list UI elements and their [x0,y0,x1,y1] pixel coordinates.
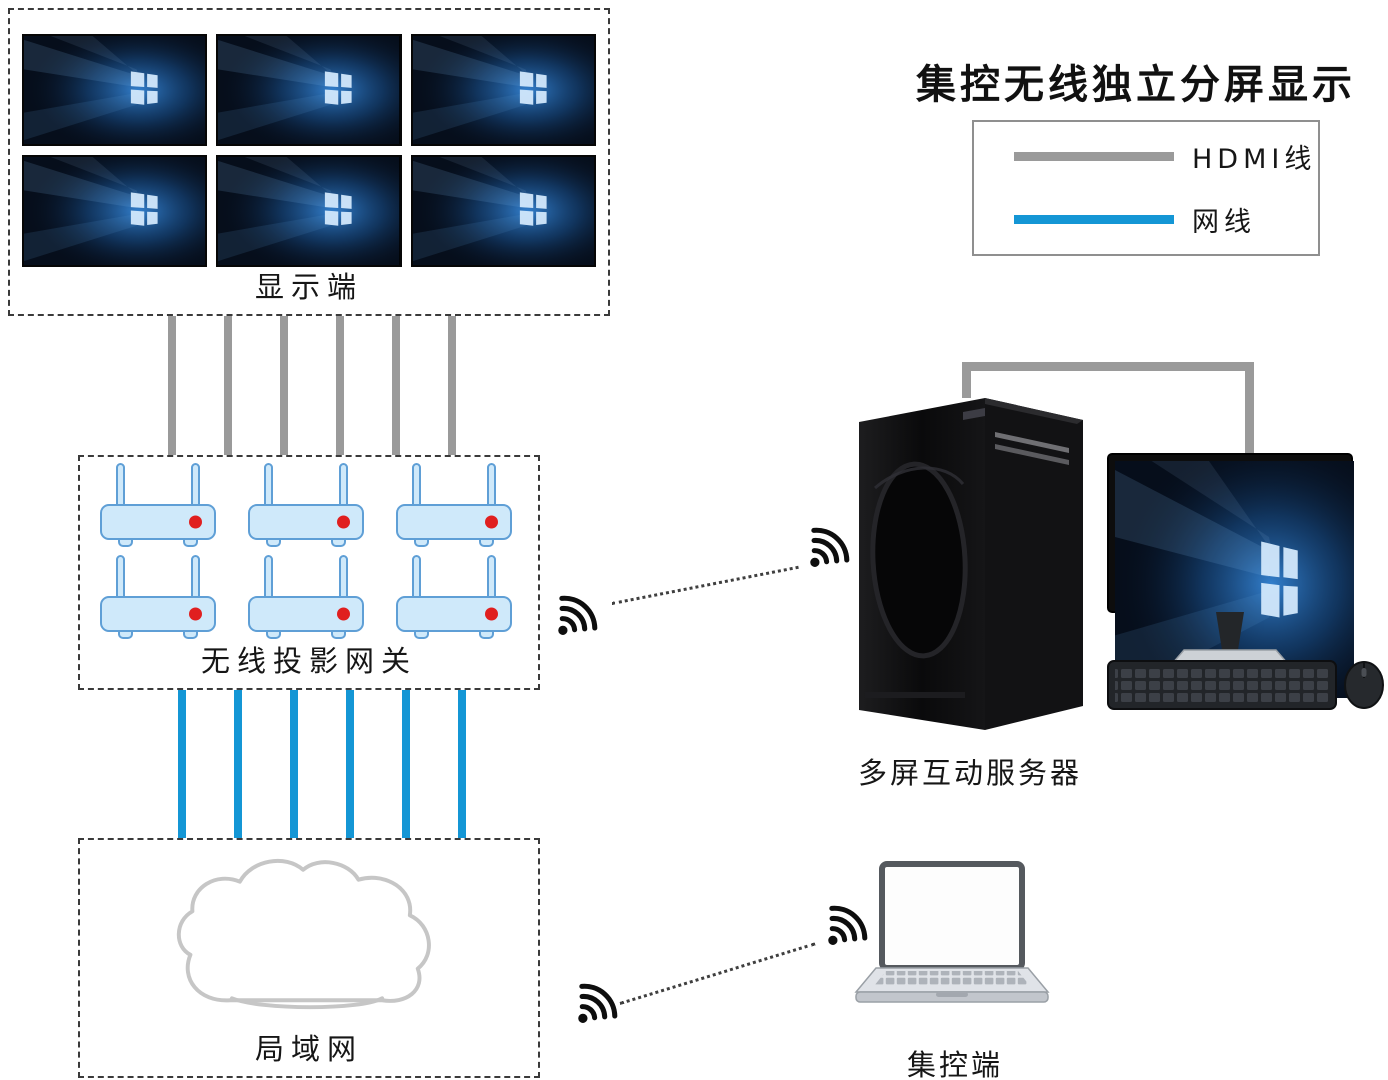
cloud-icon [150,854,472,1022]
wireless-gateway-device [100,463,216,547]
legend-label-network: 网线 [1192,207,1256,238]
legend-label-hdmi: HDMI线 [1192,144,1317,175]
status-led [189,607,202,621]
hdmi-cable-line [280,316,288,455]
status-led [485,607,498,621]
controller-laptop [852,860,1052,1024]
hdmi-connector-segment [962,362,971,398]
display-monitor [216,34,402,146]
network-line-swatch [1014,215,1174,224]
hdmi-cable-line [336,316,344,455]
controller-label: 集控端 [906,1048,1003,1080]
status-led [337,607,350,621]
hdmi-cable-line [392,316,400,455]
display-monitor [22,34,208,146]
wireless-gateway-device [396,463,512,547]
hdmi-cable-line [224,316,232,455]
legend: HDMI线 网线 [972,120,1320,256]
wifi-icon [537,581,611,654]
display-section: 显示端 [8,8,610,316]
hdmi-cable-line [448,316,456,455]
diagram-title: 集控无线独立分屏显示 [916,62,1356,108]
legend-item-network: 网线 [1014,200,1318,239]
gateway-section-label: 无线投影网关 [200,644,417,678]
network-cable-line [346,690,354,838]
display-monitor [410,155,596,267]
keyboard [1106,656,1338,714]
wireless-gateway-device [248,463,364,547]
gateway-section: 无线投影网关 [78,455,540,690]
display-monitor [410,34,596,146]
network-cable-line [234,690,242,838]
status-led [337,515,350,529]
display-section-label: 显示端 [254,270,363,304]
wireless-gateway-device [100,555,216,639]
server-label: 多屏互动服务器 [857,756,1082,790]
display-monitor [22,155,208,267]
server-tower [845,392,1097,734]
wireless-gateway-device [396,555,512,639]
mouse [1342,660,1386,710]
lan-section: 局域网 [78,838,540,1078]
hdmi-line-swatch [1014,152,1174,161]
hdmi-connector-segment [1245,362,1254,458]
monitor-grid [22,34,596,267]
wifi-icon [557,969,631,1042]
network-cable-line [178,690,186,838]
status-led [189,515,202,529]
wifi-dotted-link [619,942,816,1005]
hdmi-cable-line [168,316,176,455]
status-led [485,515,498,529]
network-cable-line [458,690,466,838]
wireless-gateway-device [248,555,364,639]
network-cable-line [290,690,298,838]
wifi-dotted-link [611,565,799,605]
display-monitor [216,155,402,267]
legend-item-hdmi: HDMI线 [1014,137,1318,176]
hdmi-connector-segment [962,362,1254,371]
network-cable-line [402,690,410,838]
lan-section-label: 局域网 [254,1032,363,1066]
